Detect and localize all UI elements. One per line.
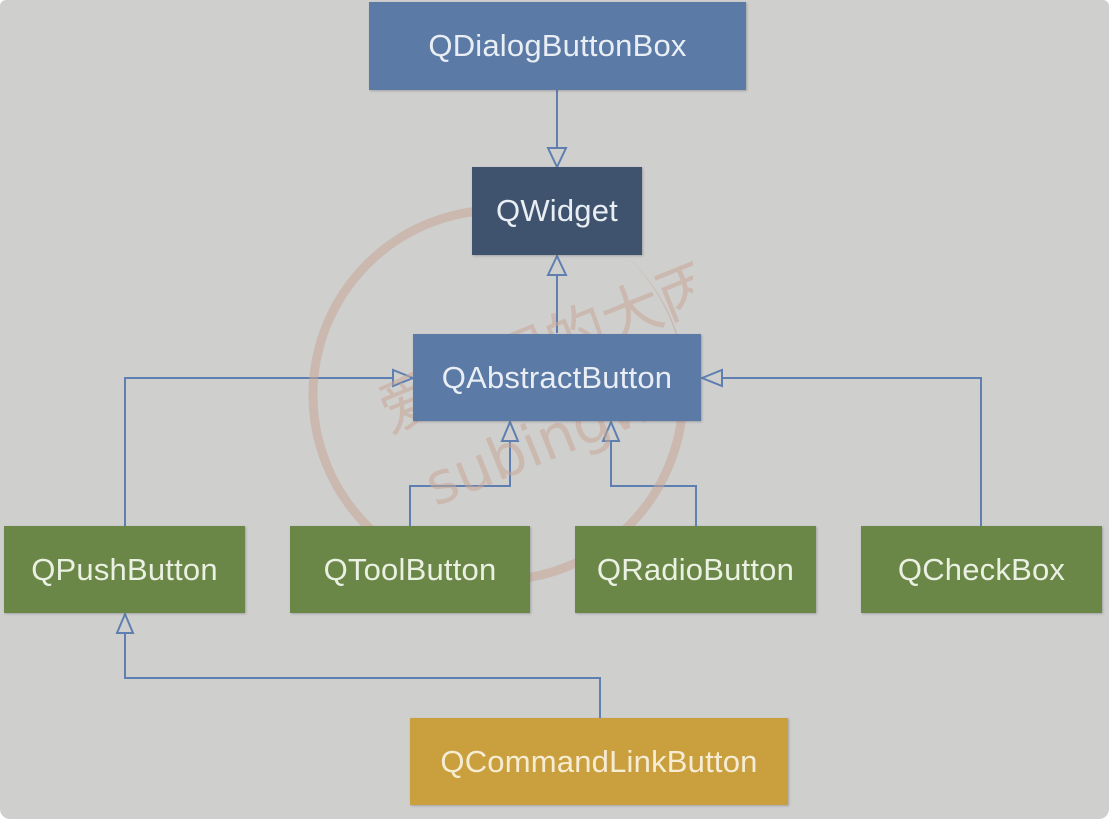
arrowhead-abstract-from-tool xyxy=(500,419,520,442)
arrowhead-push-from-commandlink xyxy=(115,611,135,634)
edge-checkbox-to-abstractbutton xyxy=(720,377,982,526)
arrowhead-abstract-from-radio xyxy=(601,419,621,442)
node-qcheckbox: QCheckBox xyxy=(861,526,1102,613)
node-qabstractbutton: QAbstractButton xyxy=(413,334,701,421)
arrowhead-widget-from-abstract xyxy=(546,253,568,276)
edge-commandlink-to-pushbutton xyxy=(124,632,601,718)
arrowhead-widget-from-dialog xyxy=(546,147,568,170)
node-qdialogbuttonbox: QDialogButtonBox xyxy=(369,2,746,90)
edge-pushbutton-to-abstractbutton xyxy=(124,377,395,526)
edge-radiobutton-to-abstractbutton xyxy=(610,440,697,526)
node-qcommandlinkbutton: QCommandLinkButton xyxy=(410,718,788,805)
edge-toolbutton-to-abstractbutton xyxy=(409,440,511,526)
arrowhead-abstract-from-check xyxy=(699,368,723,388)
node-qwidget: QWidget xyxy=(472,167,642,255)
arrowhead-abstract-from-push xyxy=(392,368,416,388)
node-qtoolbutton: QToolButton xyxy=(290,526,530,613)
node-qradiobutton: QRadioButton xyxy=(575,526,816,613)
node-qpushbutton: QPushButton xyxy=(4,526,245,613)
